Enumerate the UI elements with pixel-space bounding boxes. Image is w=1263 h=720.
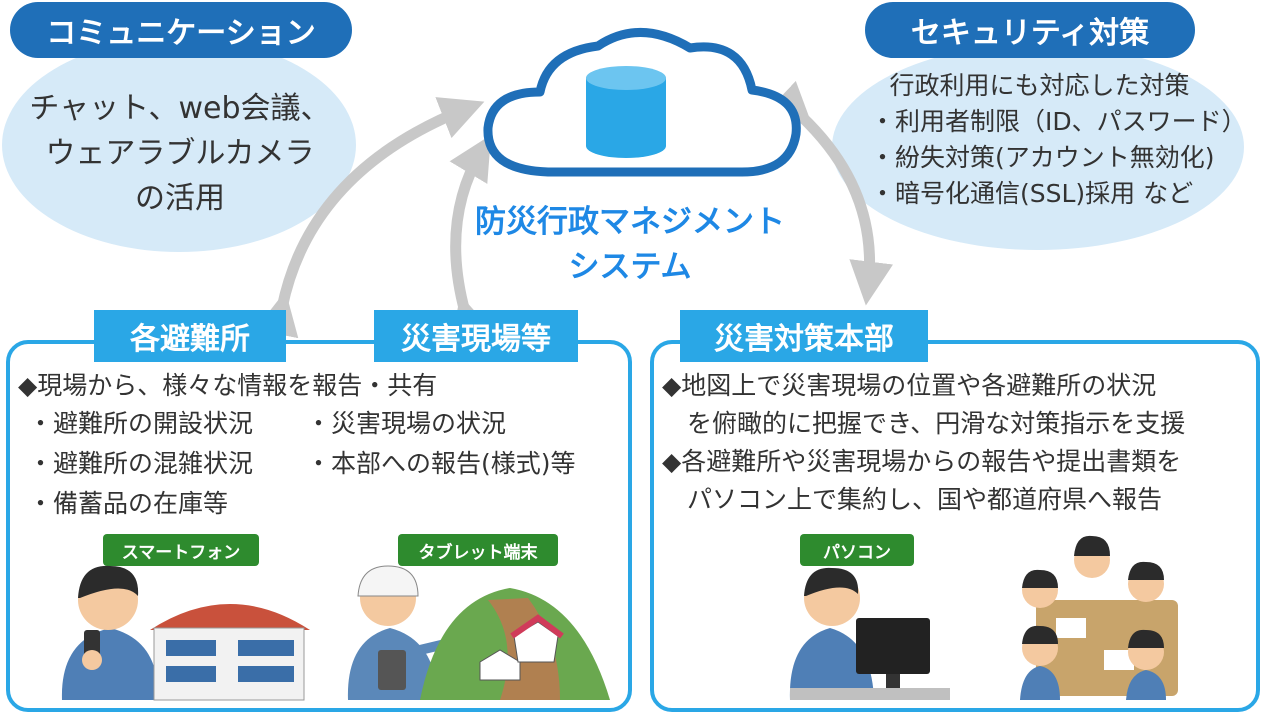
arrow-shelter [255, 97, 485, 339]
security-bubble [832, 44, 1244, 250]
smartphone-badge: スマートフォン [103, 534, 259, 566]
cloud-icon [483, 28, 801, 177]
meeting-illustration [1020, 535, 1178, 700]
hq-line-1: ◆地図上で災害現場の位置や各避難所の状況 [662, 371, 1157, 400]
system-name-line-2: システム [568, 249, 692, 285]
field-item-1: ・避難所の開設状況 [28, 409, 254, 438]
hq-line-2: を俯瞰的に把握でき、円滑な対策指示を支援 [662, 409, 1186, 438]
hq-line-3: ◆各避難所や災害現場からの報告や提出書類を [662, 447, 1182, 476]
security-line-2: ・利用者制限（ID、パスワード） [870, 107, 1247, 136]
system-name-line-1: 防災行政マネジメント [475, 204, 785, 240]
security-line-1: 行政利用にも対応した対策 [889, 71, 1190, 100]
system-name: 防災行政マネジメント システム [470, 196, 790, 286]
field-heading: ◆現場から、様々な情報を報告・共有 [18, 371, 438, 400]
shelter-building-illustration [150, 604, 310, 701]
pc-badge: パソコン [800, 534, 914, 566]
communication-title: コミュニケーション [10, 2, 352, 58]
tab-disaster-site: 災害現場等 [374, 310, 578, 362]
hq-line-4: パソコン上で集約し、国や都道府県へ報告 [662, 485, 1163, 514]
security-text: 行政利用にも対応した対策 ・利用者制限（ID、パスワード） ・紛失対策(アカウン… [842, 68, 1247, 212]
field-item-3: ・備蓄品の在庫等 [28, 489, 229, 518]
landslide-illustration [420, 588, 610, 700]
tab-headquarters: 災害対策本部 [680, 310, 928, 362]
arrow-hq [765, 80, 894, 306]
field-item-4: ・災害現場の状況 [306, 409, 507, 438]
tab-shelters: 各避難所 [94, 310, 286, 362]
field-item-5: ・本部への報告(様式)等 [306, 449, 576, 478]
communication-line-3: の活用 [135, 181, 225, 216]
person-pc-illustration [789, 567, 950, 700]
field-item-2: ・避難所の混雑状況 [28, 449, 254, 478]
communication-text: チャット、web会議、 ウェアラブルカメラ の活用 [20, 86, 340, 221]
security-line-3: ・紛失対策(アカウント無効化) [870, 143, 1215, 172]
person-smartphone-illustration [61, 565, 159, 700]
security-line-4: ・暗号化通信(SSL)採用 など [870, 179, 1194, 208]
security-title: セキュリティ対策 [865, 2, 1195, 58]
tablet-badge: タブレット端末 [398, 534, 558, 566]
arrow-site [449, 134, 494, 344]
